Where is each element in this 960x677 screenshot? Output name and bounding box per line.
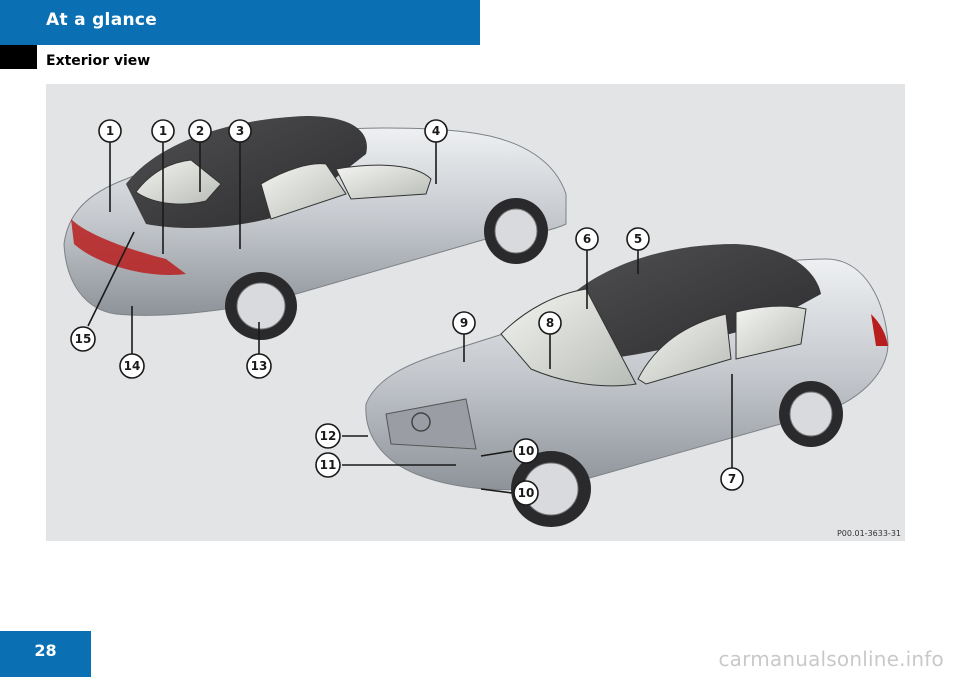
callout-2: 2 xyxy=(188,119,212,143)
callout-7: 7 xyxy=(720,467,744,491)
svg-text:8: 8 xyxy=(546,316,554,330)
svg-text:2: 2 xyxy=(196,124,204,138)
svg-text:13: 13 xyxy=(251,359,268,373)
svg-text:6: 6 xyxy=(583,232,591,246)
callout-9: 9 xyxy=(452,311,476,335)
callout-14: 14 xyxy=(119,353,145,379)
page-number: 28 xyxy=(34,641,57,660)
callout-13: 13 xyxy=(246,353,272,379)
watermark: carmanualsonline.info xyxy=(718,647,944,671)
svg-text:5: 5 xyxy=(634,232,642,246)
svg-text:11: 11 xyxy=(320,458,337,472)
callout-5: 5 xyxy=(626,227,650,251)
svg-text:15: 15 xyxy=(75,332,92,346)
figure-reference: P00.01-3633-31 xyxy=(836,529,901,538)
callout-4: 4 xyxy=(424,119,448,143)
front-car xyxy=(365,244,889,527)
svg-text:14: 14 xyxy=(124,359,141,373)
callout-15: 15 xyxy=(70,326,96,352)
exterior-view-illustration: 1 1 2 3 4 6 5 9 8 12 10 11 10 7 15 14 13… xyxy=(46,84,905,541)
svg-text:1: 1 xyxy=(106,124,114,138)
callout-11: 11 xyxy=(315,452,341,478)
svg-text:1: 1 xyxy=(159,124,167,138)
svg-text:4: 4 xyxy=(432,124,440,138)
rear-car xyxy=(63,116,567,340)
callout-6: 6 xyxy=(575,227,599,251)
section-title: Exterior view xyxy=(46,53,151,69)
callout-10a: 10 xyxy=(513,438,539,464)
callout-1a: 1 xyxy=(98,119,122,143)
section-marker xyxy=(0,45,37,69)
leader-lines xyxy=(87,142,733,494)
callout-1b: 1 xyxy=(151,119,175,143)
svg-text:10: 10 xyxy=(518,444,535,458)
callout-10b: 10 xyxy=(513,480,539,506)
page-number-box: 28 xyxy=(0,631,91,677)
header-bar: At a glance xyxy=(0,0,480,45)
svg-text:12: 12 xyxy=(320,429,337,443)
svg-text:10: 10 xyxy=(518,486,535,500)
header-title: At a glance xyxy=(46,10,158,30)
callout-12: 12 xyxy=(315,423,341,449)
svg-text:7: 7 xyxy=(728,472,736,486)
callout-8: 8 xyxy=(538,311,562,335)
car-illustration: 1 1 2 3 4 6 5 9 8 12 10 11 10 7 15 14 13 xyxy=(63,116,889,527)
svg-text:3: 3 xyxy=(236,124,244,138)
svg-text:9: 9 xyxy=(460,316,468,330)
callout-3: 3 xyxy=(228,119,252,143)
